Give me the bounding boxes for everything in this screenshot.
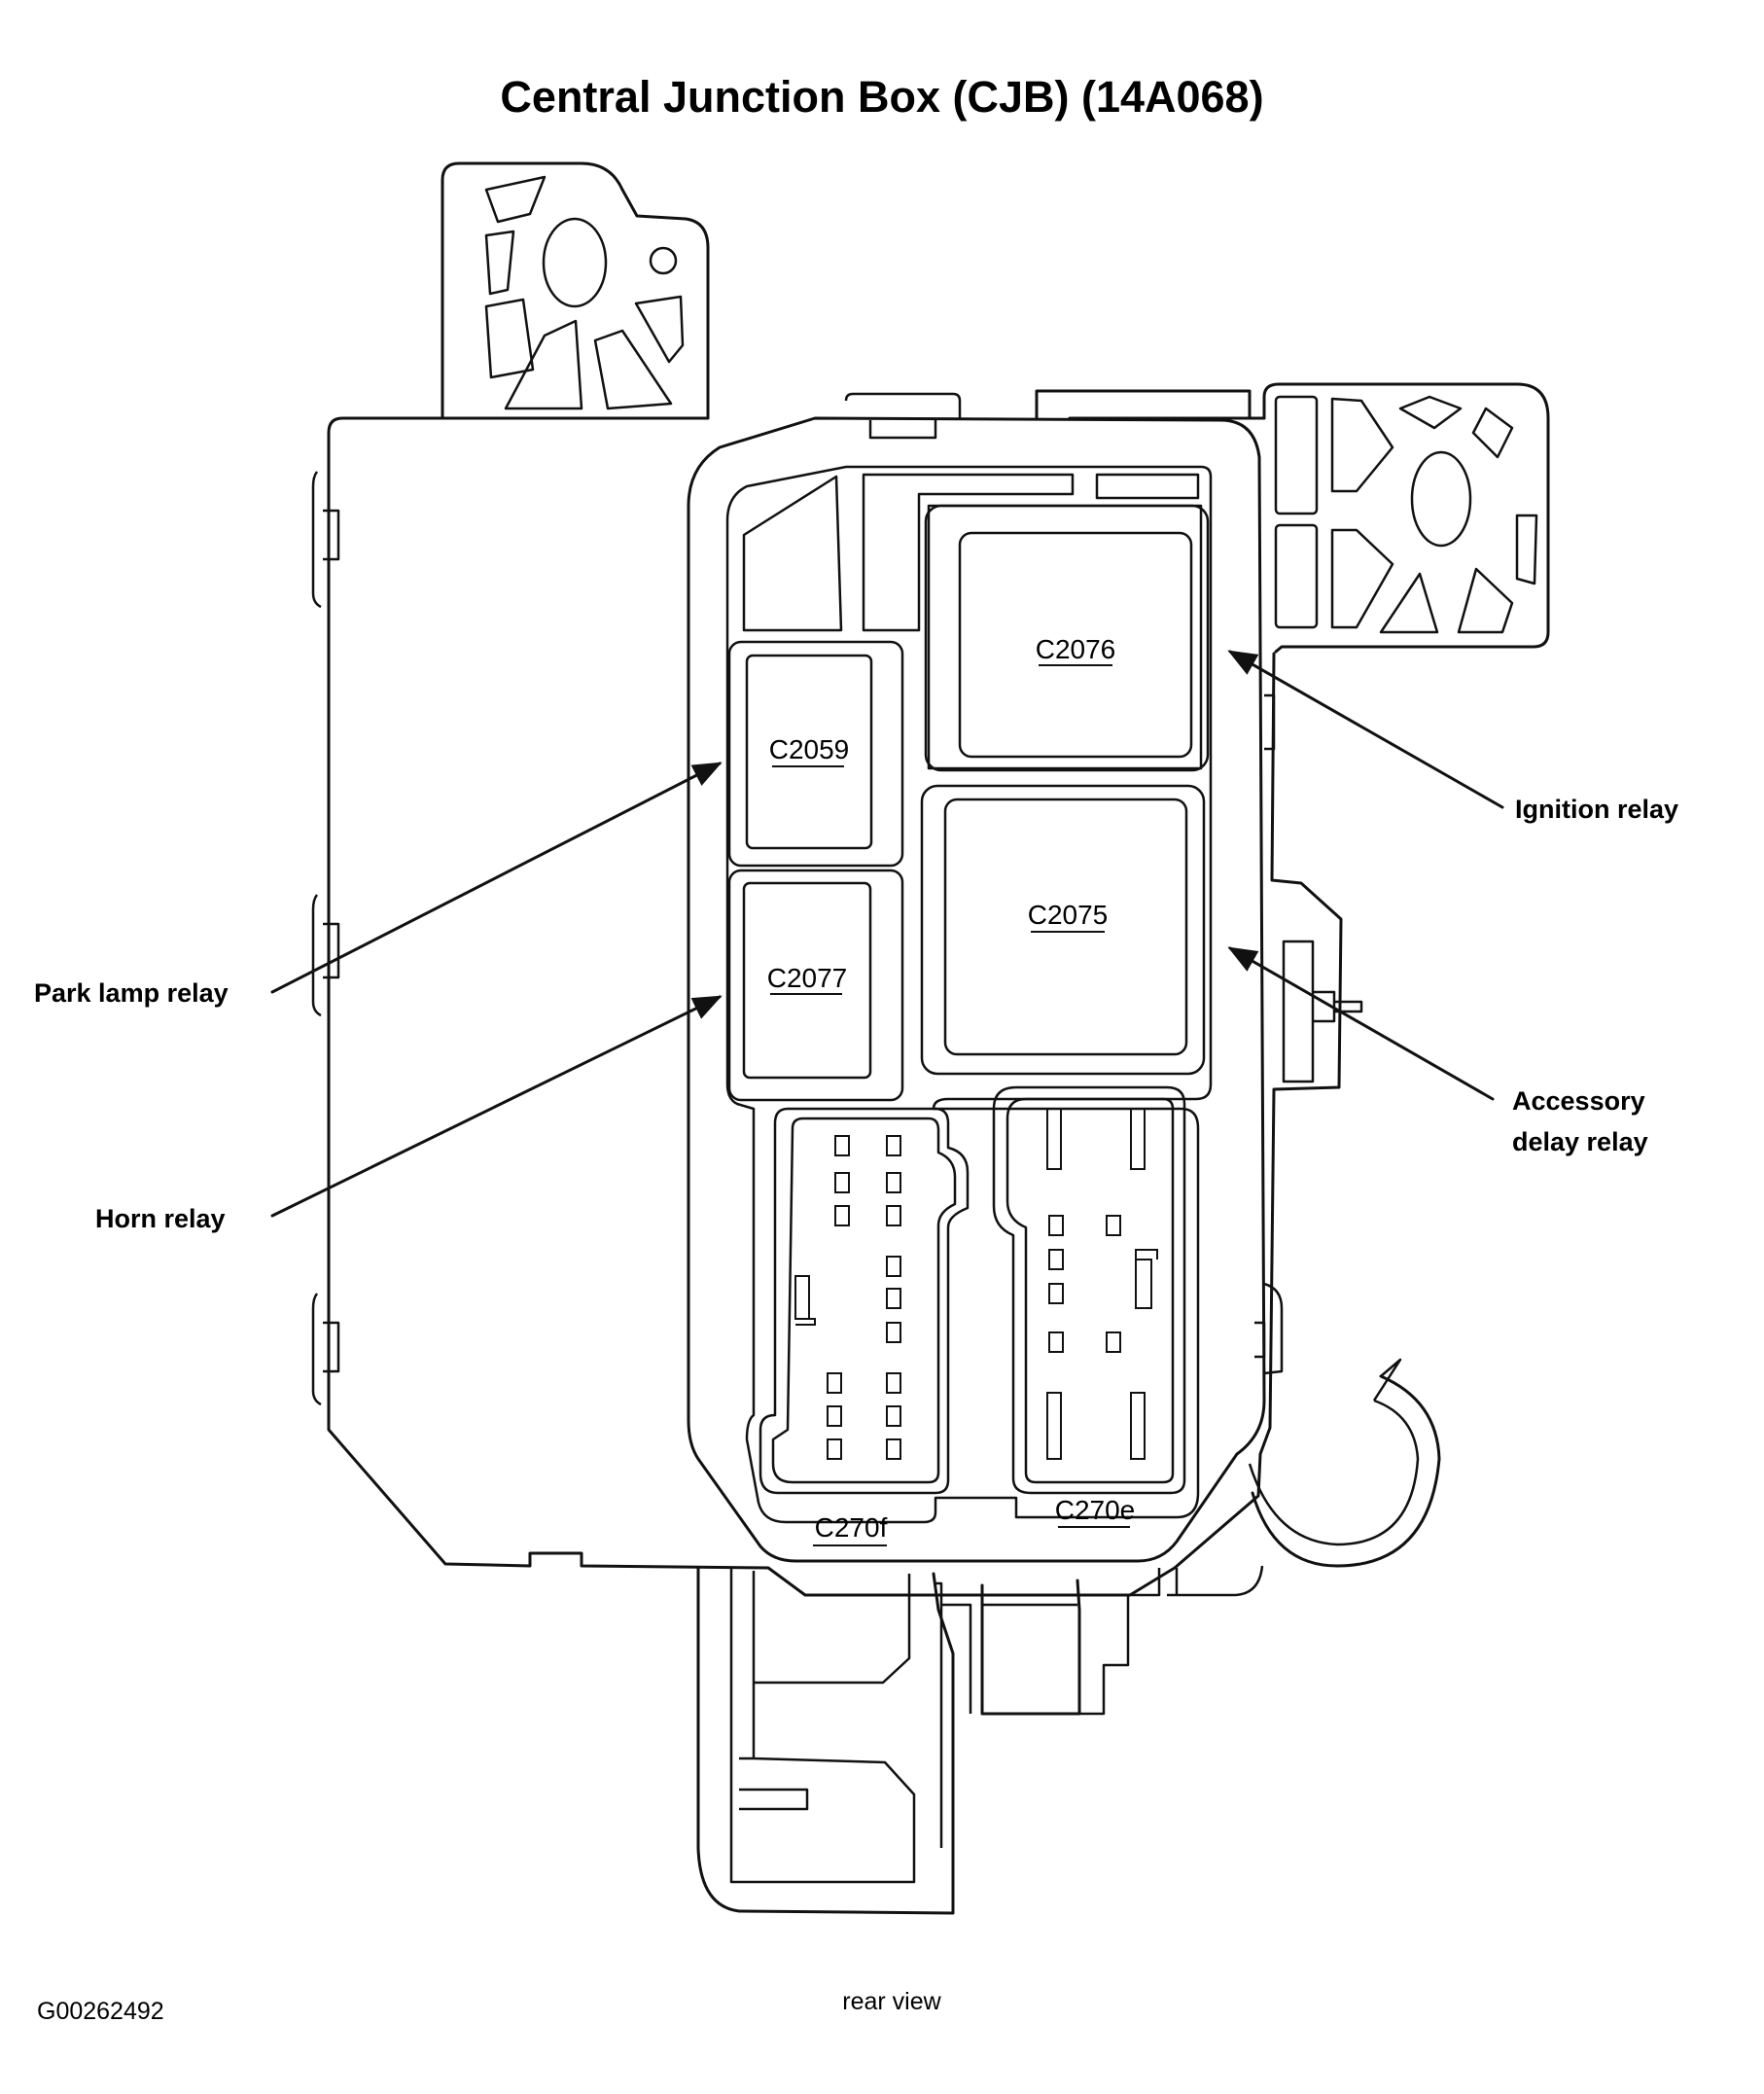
top-compartments xyxy=(742,473,1203,770)
relay-c2077: C2077 xyxy=(727,869,904,1102)
c270f-label: C270f xyxy=(815,1512,888,1543)
right-mounting-bracket xyxy=(1262,382,1550,654)
accessory-delay-relay-label-line2: delay relay xyxy=(1512,1127,1648,1156)
c2075-label: C2075 xyxy=(1028,900,1109,930)
horn-relay-label: Horn relay xyxy=(95,1204,226,1233)
relay-c2075: C2075 xyxy=(920,784,1206,1076)
accessory-delay-relay-arrow xyxy=(1227,946,1495,1101)
accessory-delay-relay-label-line1: Accessory xyxy=(1512,1086,1645,1116)
horn-relay-arrow xyxy=(270,995,723,1218)
callout-arrows xyxy=(270,650,1504,1218)
c2076-label: C2076 xyxy=(1036,634,1116,664)
diagram-title: Central Junction Box (CJB) (14A068) xyxy=(500,72,1263,122)
connector-c270e: C270e xyxy=(992,1085,1186,1528)
relay-c2059: C2059 xyxy=(727,640,904,868)
park-lamp-relay-label: Park lamp relay xyxy=(34,978,229,1008)
c270e-label: C270e xyxy=(1055,1495,1136,1525)
c2059-label: C2059 xyxy=(769,734,850,764)
c2077-label: C2077 xyxy=(767,963,848,993)
ignition-relay-arrow xyxy=(1227,650,1504,809)
relay-c2076: C2076 xyxy=(924,504,1210,772)
connector-c270f: C270f xyxy=(759,1107,970,1546)
ignition-relay-label: Ignition relay xyxy=(1515,795,1678,824)
top-left-mounting-bracket xyxy=(441,161,710,420)
view-caption: rear view xyxy=(842,1988,941,2015)
park-lamp-relay-arrow xyxy=(270,762,723,994)
figure-id: G00262492 xyxy=(37,1998,164,2025)
bottom-harness-connectors xyxy=(696,1565,1264,1915)
harness-hook xyxy=(1248,1358,1441,1568)
inner-panel xyxy=(687,416,1266,1563)
